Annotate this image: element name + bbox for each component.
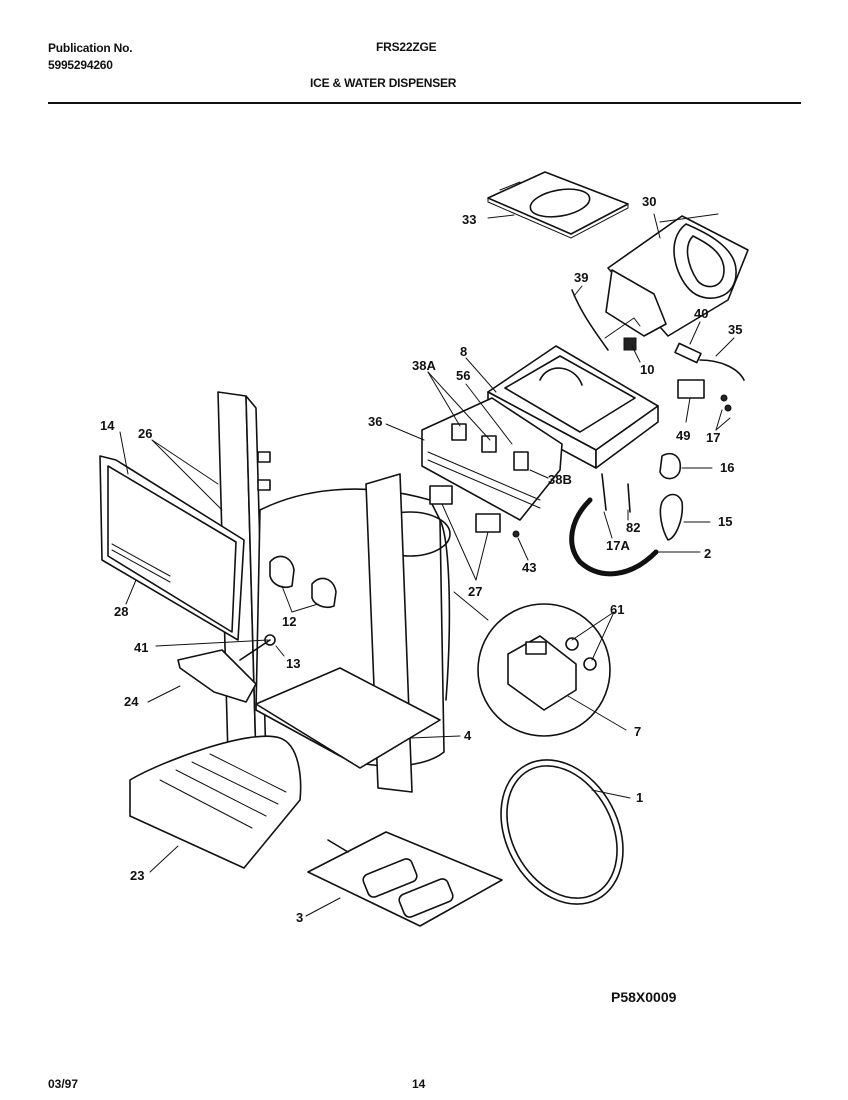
callout-1: 1 <box>636 790 643 805</box>
callout-10: 10 <box>640 362 654 377</box>
callout-8: 8 <box>460 344 467 359</box>
part-39-spring <box>571 289 609 351</box>
callout-38b: 38B <box>548 472 572 487</box>
part-3-heater-plate <box>307 831 503 927</box>
part-15-16-lamp-sockets <box>512 452 684 541</box>
callout-36: 36 <box>368 414 382 429</box>
part-23-drip-tray <box>129 735 302 869</box>
callout-61: 61 <box>610 602 624 617</box>
part-7-61-switch-detail <box>453 591 611 737</box>
callout-56: 56 <box>456 368 470 383</box>
model-number: FRS22ZGE <box>376 40 437 54</box>
header-rule <box>48 102 801 104</box>
callout-17a: 17A <box>606 538 630 553</box>
part-1-gasket <box>500 759 624 905</box>
callout-39: 39 <box>574 270 588 285</box>
diagram-reference-code: P58X0009 <box>611 989 677 1005</box>
part-24-lever <box>177 634 276 703</box>
part-33-plate <box>487 171 629 239</box>
callout-28: 28 <box>114 604 128 619</box>
callout-13: 13 <box>286 656 300 671</box>
part-10-40-solenoid <box>604 317 745 412</box>
callout-24: 24 <box>124 694 139 709</box>
callout-14: 14 <box>100 418 115 433</box>
callout-27: 27 <box>468 584 482 599</box>
callout-16: 16 <box>720 460 734 475</box>
callout-40: 40 <box>694 306 708 321</box>
section-title: ICE & WATER DISPENSER <box>310 76 457 90</box>
leader-lines <box>119 213 735 917</box>
callout-35: 35 <box>728 322 742 337</box>
part-36-front-panel <box>421 397 563 521</box>
part-30-chute-housing <box>605 213 749 337</box>
callout-15: 15 <box>718 514 732 529</box>
callout-33: 33 <box>462 212 476 227</box>
callout-82: 82 <box>626 520 640 535</box>
part-14-display-panel <box>99 455 245 641</box>
publication-label: Publication No. <box>48 41 133 55</box>
callout-43: 43 <box>522 560 536 575</box>
part-27-clips <box>429 485 501 533</box>
callout-49: 49 <box>676 428 690 443</box>
callout-23: 23 <box>130 868 144 883</box>
callout-12: 12 <box>282 614 296 629</box>
callout-4: 4 <box>464 728 472 743</box>
callout-41: 41 <box>134 640 148 655</box>
callout-26: 26 <box>138 426 152 441</box>
callout-17: 17 <box>706 430 720 445</box>
publication-number: 5995294260 <box>48 58 113 72</box>
page-number: 14 <box>412 1077 426 1091</box>
footer-date: 03/97 <box>48 1077 79 1091</box>
callout-3: 3 <box>296 910 303 925</box>
callout-labels: 33 30 39 40 35 38A 8 56 10 36 14 26 49 1… <box>100 194 742 925</box>
callout-7: 7 <box>634 724 641 739</box>
callout-30: 30 <box>642 194 656 209</box>
callout-2: 2 <box>704 546 711 561</box>
part-base-frame <box>255 667 441 769</box>
part-2-wire-harness <box>569 497 659 577</box>
part-12-clips <box>269 555 337 609</box>
callout-38a: 38A <box>412 358 436 373</box>
